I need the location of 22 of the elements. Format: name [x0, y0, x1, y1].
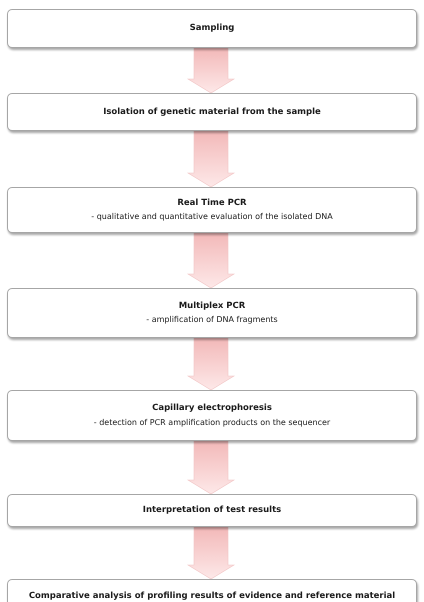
process-box: [7, 93, 417, 131]
block-arrow: [186, 130, 236, 188]
process-box: [7, 187, 417, 233]
process-box: [7, 288, 417, 338]
process-box: [7, 9, 417, 48]
step-description: - qualitative and quantitative evaluation of the isolated DNA: [91, 212, 333, 222]
block-arrow: [186, 338, 236, 390]
step-description: - detection of PCR amplification products on the sequencer: [94, 418, 330, 428]
step-description: - amplification of DNA fragments: [146, 315, 278, 326]
block-arrow: [186, 440, 236, 494]
step-title: Interpretation of test results: [142, 505, 282, 516]
process-box: [7, 390, 417, 441]
process-box: [7, 494, 417, 527]
step-title: Isolation of genetic material from the sample: [103, 106, 321, 118]
step-title: Comparative analysis of profiling results of evidence and reference material: [28, 591, 396, 602]
block-arrow: [186, 232, 236, 288]
block-arrow: [186, 48, 236, 94]
step-title: Real Time PCR: [177, 198, 247, 208]
step-title: Capillary electrophoresis: [152, 403, 272, 414]
step-title: Sampling: [190, 23, 234, 34]
block-arrow: [186, 526, 236, 580]
step-title: Multiplex PCR: [178, 300, 246, 312]
